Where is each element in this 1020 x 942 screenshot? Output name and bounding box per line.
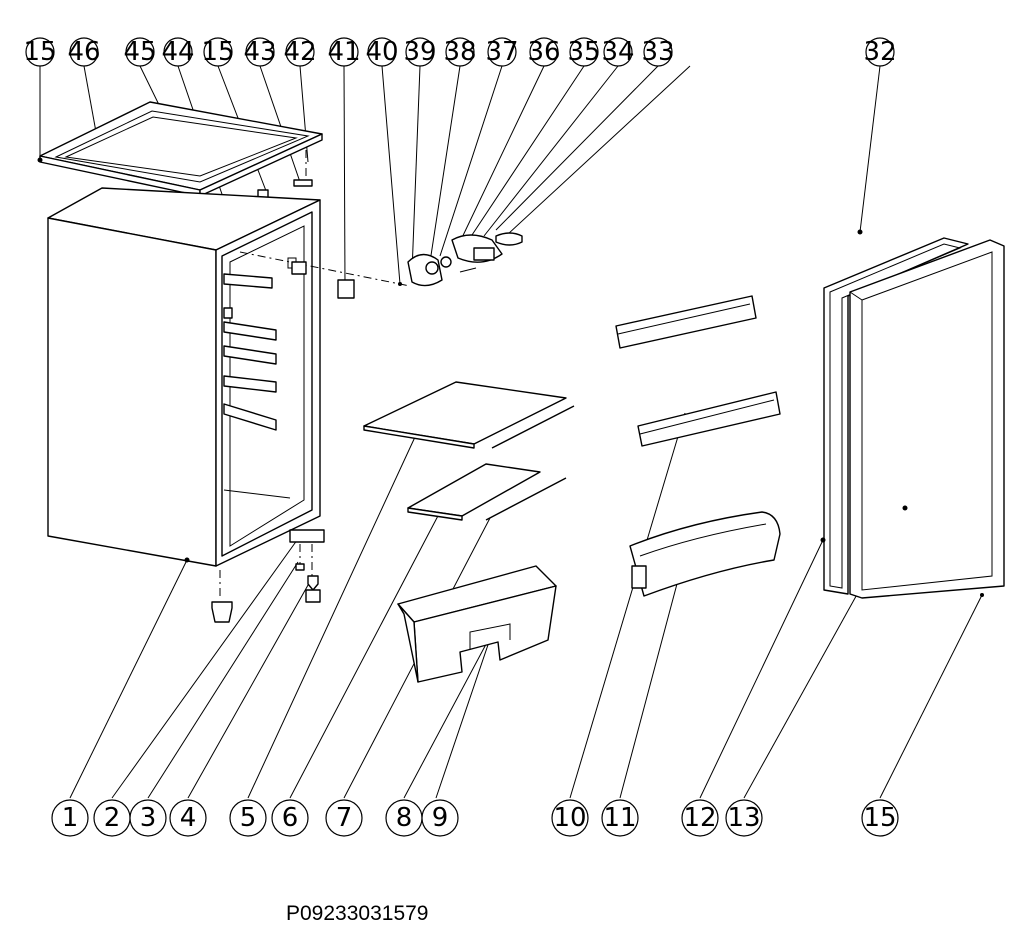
callout-42: 42 [283, 37, 316, 67]
callout-40: 40 [365, 37, 398, 67]
callout-13: 13 [725, 799, 763, 837]
svg-text:12: 12 [683, 803, 716, 833]
callout-37: 37 [485, 37, 518, 67]
svg-text:35: 35 [567, 37, 600, 67]
callout-2: 2 [93, 799, 131, 837]
callout-12: 12 [681, 799, 719, 837]
svg-text:1: 1 [62, 803, 79, 833]
svg-text:34: 34 [601, 37, 634, 67]
svg-text:37: 37 [485, 37, 518, 67]
callout-6: 6 [271, 799, 309, 837]
light-thermostat-assembly [291, 232, 523, 299]
svg-text:40: 40 [365, 37, 398, 67]
callout-41: 41 [327, 37, 360, 67]
callout-43: 43 [243, 37, 276, 67]
door-assembly [820, 229, 1005, 599]
callout-44: 44 [161, 37, 194, 67]
callout-35: 35 [567, 37, 600, 67]
svg-text:5: 5 [240, 803, 257, 833]
svg-text:10: 10 [553, 803, 586, 833]
svg-text:8: 8 [396, 803, 413, 833]
callout-3: 3 [129, 799, 167, 837]
callout-34: 34 [601, 37, 634, 67]
svg-text:38: 38 [443, 37, 476, 67]
callout-38: 38 [443, 37, 476, 67]
callout-8: 8 [385, 799, 423, 837]
callout-4: 4 [169, 799, 207, 837]
svg-text:41: 41 [327, 37, 360, 67]
svg-text:45: 45 [123, 37, 156, 67]
top-lid [37, 101, 323, 240]
svg-text:13: 13 [727, 803, 760, 833]
bottom-hardware [211, 529, 325, 623]
svg-text:46: 46 [67, 37, 100, 67]
svg-text:32: 32 [863, 37, 896, 67]
callout-36: 36 [527, 37, 560, 67]
svg-text:4: 4 [180, 803, 197, 833]
svg-text:42: 42 [283, 37, 316, 67]
crisper-drawer [397, 565, 557, 683]
callout-5: 5 [229, 799, 267, 837]
svg-text:33: 33 [641, 37, 674, 67]
callout-45: 45 [123, 37, 156, 67]
model-code-label: P09233031579 [286, 902, 429, 925]
svg-text:15: 15 [863, 803, 896, 833]
callout-46: 46 [67, 37, 100, 67]
svg-text:6: 6 [282, 803, 299, 833]
callout-10: 10 [551, 799, 589, 837]
callout-15-bottom: 15 [861, 799, 899, 837]
svg-text:36: 36 [527, 37, 560, 67]
callout-15-lid: 15 [201, 37, 234, 67]
callout-39: 39 [403, 37, 436, 67]
svg-text:39: 39 [403, 37, 436, 67]
svg-text:7: 7 [336, 803, 353, 833]
svg-text:15: 15 [201, 37, 234, 67]
svg-text:11: 11 [603, 803, 636, 833]
cabinet-body [47, 187, 321, 598]
callout-1: 1 [51, 799, 89, 837]
callout-7: 7 [325, 799, 363, 837]
svg-text:43: 43 [243, 37, 276, 67]
callout-9: 9 [421, 799, 459, 837]
callout-11: 11 [601, 799, 639, 837]
svg-text:44: 44 [161, 37, 194, 67]
svg-text:2: 2 [104, 803, 121, 833]
callout-15-top: 15 [23, 37, 56, 67]
svg-text:3: 3 [140, 803, 157, 833]
glass-shelves [363, 381, 575, 521]
svg-text:15: 15 [23, 37, 56, 67]
svg-text:9: 9 [432, 803, 449, 833]
door-balconies [615, 295, 781, 597]
callout-33: 33 [641, 37, 674, 67]
callout-32: 32 [863, 37, 896, 67]
assembly-axis [239, 251, 411, 287]
